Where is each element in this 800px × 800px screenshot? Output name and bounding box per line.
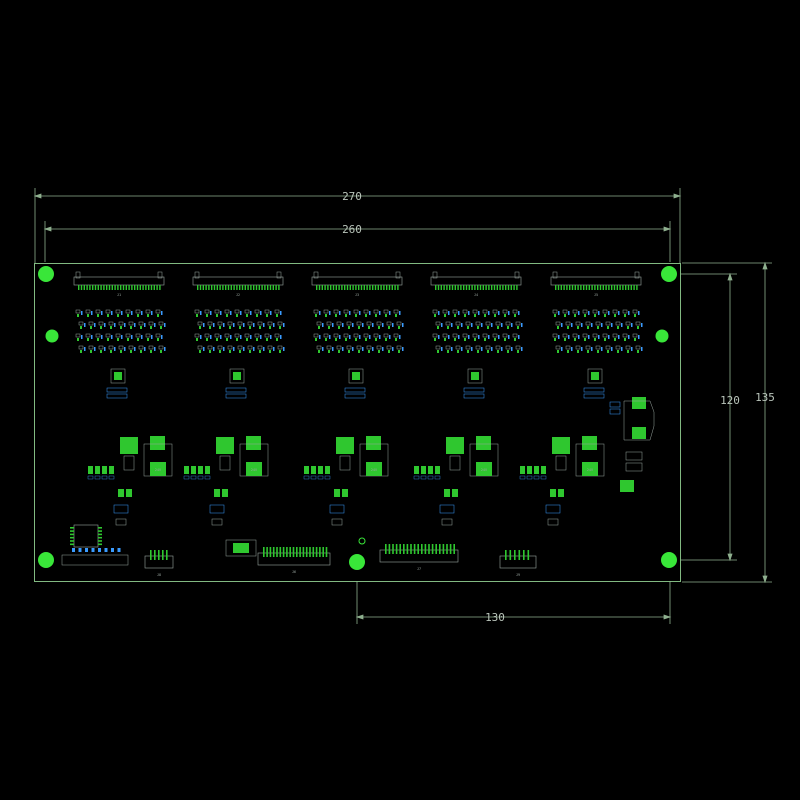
mount-hole-icon <box>38 266 54 282</box>
connector-icon: J9 <box>499 550 537 577</box>
connector-ref-label: J3 <box>355 293 359 297</box>
connector-icon: J6 <box>257 547 331 574</box>
connector-ref-label: J7 <box>417 567 421 571</box>
ic-chip-icon <box>73 524 99 548</box>
connector-icon: J1 <box>73 271 165 297</box>
inductor-icon: 24V <box>575 436 605 477</box>
ic-chip-icon <box>463 368 485 399</box>
dim-label-hole-spacing-horizontal: 130 <box>485 611 505 624</box>
inductor-label: 24V <box>251 468 258 472</box>
mount-hole-icon <box>661 266 677 282</box>
connector-icon: J7 <box>379 544 459 571</box>
connector-icon: J8 <box>144 550 174 577</box>
power-area-right <box>609 397 655 492</box>
mount-hole-icon <box>358 537 366 545</box>
board-outline <box>34 263 681 582</box>
channel-block-4: J4 24V <box>413 271 523 526</box>
connector-icon: J4 <box>430 271 522 297</box>
mount-hole-icon <box>349 554 365 570</box>
inductor-label: 24V <box>481 468 488 472</box>
power-stage: 24V <box>519 436 605 526</box>
connector-ref-label: J8 <box>157 573 161 577</box>
driver-array <box>313 309 404 353</box>
connector-ref-label: J5 <box>594 293 598 297</box>
ic-chip-icon <box>632 427 646 439</box>
driver-array <box>75 309 166 353</box>
connector-icon: J3 <box>311 271 403 297</box>
channel-block-3: J3 24V <box>303 271 404 526</box>
mount-holes <box>38 266 677 570</box>
ic-chip-icon <box>106 368 128 399</box>
mcu-area <box>61 524 129 566</box>
dimension-overall-width <box>33 188 682 270</box>
driver-array <box>552 309 643 353</box>
mount-hole-icon <box>38 552 54 568</box>
mount-hole-icon <box>45 329 59 343</box>
connector-ref-label: J6 <box>292 570 296 574</box>
power-stage: 24V <box>303 436 389 526</box>
ic-chip-icon <box>632 397 646 409</box>
mount-hole-icon <box>655 329 669 343</box>
mount-hole-icon <box>661 552 677 568</box>
connector-ref-label: J4 <box>474 293 478 297</box>
power-stage: 24V <box>413 436 499 526</box>
channel-block-2: J2 24V <box>183 271 285 526</box>
driver-array <box>432 309 523 353</box>
inductor-icon: 24V <box>239 436 269 477</box>
channel-block-1: J1 24V <box>73 271 173 526</box>
connector-ref-label: J9 <box>516 573 520 577</box>
driver-array <box>194 309 285 353</box>
ic-chip-icon <box>225 368 247 399</box>
dimension-board-height <box>682 261 772 584</box>
dim-label-board-height: 135 <box>755 391 775 404</box>
inductor-icon: 24V <box>143 436 173 477</box>
power-stage: 24V <box>183 436 269 526</box>
inductor-label: 24V <box>155 468 162 472</box>
dim-label-overall-width: 270 <box>342 190 362 203</box>
connector-ref-label: J1 <box>117 293 121 297</box>
connector-icon: J2 <box>192 271 284 297</box>
ic-chip-icon <box>583 368 605 399</box>
dim-label-hole-spacing-vertical: 120 <box>720 394 740 407</box>
dim-label-board-width: 260 <box>342 223 362 236</box>
dimension-board-width <box>43 221 672 262</box>
channel-blocks: J1 24V J2 24V J3 24V J4 24V J5 24V <box>73 271 643 526</box>
ic-chip-icon <box>225 539 257 557</box>
inductor-icon: 24V <box>359 436 389 477</box>
inductor-label: 24V <box>587 468 594 472</box>
dimension-hole-spacing-vertical <box>680 272 737 562</box>
channel-block-5: J5 24V <box>519 271 643 526</box>
ic-chip-icon <box>344 368 366 399</box>
connector-icon: J5 <box>550 271 642 297</box>
power-stage: 24V <box>87 436 173 526</box>
inductor-label: 24V <box>371 468 378 472</box>
inductor-icon: 24V <box>469 436 499 477</box>
connector-ref-label: J2 <box>236 293 240 297</box>
